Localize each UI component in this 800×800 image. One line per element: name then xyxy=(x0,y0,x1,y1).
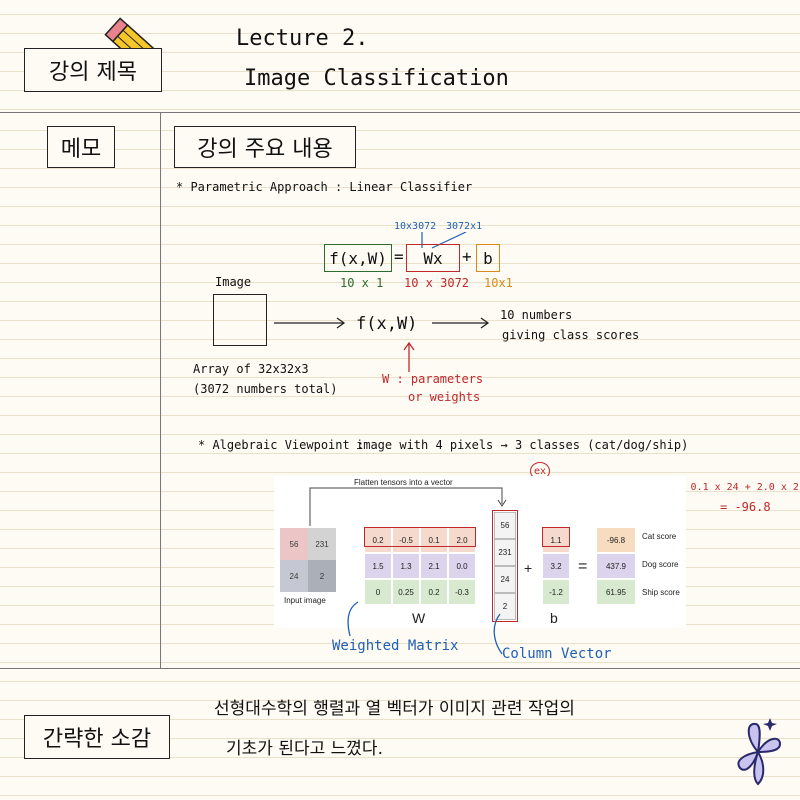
wx-box: Wx xyxy=(406,244,460,272)
b-label: b xyxy=(550,610,558,626)
b-dimension: 10x1 xyxy=(484,276,513,290)
equals-sign: = xyxy=(394,247,404,266)
weight-cell: 1.3 xyxy=(392,553,420,579)
x-highlight-column xyxy=(492,510,518,622)
summary-line-2: 기초가 된다고 느꼈다. xyxy=(226,739,383,759)
w-parameters-line-1: W : parameters xyxy=(382,372,484,386)
weight-cell: 1.5 xyxy=(364,553,392,579)
weight-cell: 0.0 xyxy=(448,553,476,579)
plus-sign: + xyxy=(462,247,472,266)
vector-cell: 56 xyxy=(494,512,516,539)
lecture-number: Lecture 2. xyxy=(236,26,369,51)
algebraic-heading: * Algebraic Viewpoint : xyxy=(198,438,365,452)
vector-cell: 2 xyxy=(494,593,516,620)
summary-line-1: 선형대수학의 행렬과 열 벡터가 이미지 관련 작업의 xyxy=(214,699,575,719)
summary-label-box: 간략한 소감 xyxy=(24,715,170,759)
memo-label: 메모 xyxy=(60,137,102,162)
weighted-matrix-note: Weighted Matrix xyxy=(332,638,459,654)
algebraic-text: image with 4 pixels → 3 classes (cat/dog… xyxy=(356,438,689,452)
arrow-right-icon xyxy=(274,317,346,329)
lecture-topic: Image Classification xyxy=(244,66,509,91)
fxw-function: f(x,W) xyxy=(356,314,418,334)
equals-operator: = xyxy=(578,558,588,575)
bracket-pointer xyxy=(493,613,503,655)
column-vector-note: Column Vector xyxy=(502,646,612,662)
summary-label: 간략한 소감 xyxy=(42,727,152,752)
output-line-1: 10 numbers xyxy=(500,308,573,322)
array-line-2: (3072 numbers total) xyxy=(193,382,338,396)
score-cell: -96.8 xyxy=(596,527,636,553)
calculation-result: = -96.8 xyxy=(720,500,771,514)
w-dimension: 10x3072 xyxy=(394,221,437,232)
memo-column-divider xyxy=(160,112,161,668)
title-label-box: 강의 제목 xyxy=(24,48,162,92)
cat-score-label: Cat score xyxy=(642,532,677,541)
main-content-label: 강의 주요 내용 xyxy=(197,137,333,162)
w-highlight-row xyxy=(364,527,476,547)
header-divider xyxy=(0,112,800,113)
dog-score-label: Dog score xyxy=(642,560,679,569)
input-caption: Input image xyxy=(284,596,326,605)
wx-formula: Wx xyxy=(423,248,443,268)
flatten-caption: Flatten tensors into a vector xyxy=(354,478,453,487)
x-dimension: 3072x1 xyxy=(446,221,483,232)
parametric-heading: * Parametric Approach : Linear Classifie… xyxy=(176,180,473,194)
weight-cell: 0.1 xyxy=(420,527,448,553)
ship-score-label: Ship score xyxy=(642,588,680,597)
vector-cell: 24 xyxy=(494,566,516,593)
input-image: 56 231 24 2 xyxy=(280,528,336,592)
b-highlight-cell xyxy=(542,527,570,547)
input-pixel: 56 xyxy=(280,528,308,560)
w-parameters-line-2: or weights xyxy=(408,390,481,404)
image-square xyxy=(213,294,267,346)
bias-cell: -1.2 xyxy=(542,579,570,605)
weight-cell: 0.2 xyxy=(420,579,448,605)
output-line-2: giving class scores xyxy=(502,328,640,342)
weight-cell: 0 xyxy=(364,579,392,605)
wx-dimension: 10 x 3072 xyxy=(404,276,470,290)
example-label: ex xyxy=(533,465,547,477)
b-term: b xyxy=(483,248,493,268)
main-content-label-box: 강의 주요 내용 xyxy=(174,126,356,168)
weight-cell: -0.5 xyxy=(392,527,420,553)
input-pixel: 231 xyxy=(308,528,336,560)
flatten-arrow xyxy=(309,487,507,526)
b-box: b xyxy=(476,244,500,272)
fx-dimension: 10 x 1 xyxy=(340,276,384,290)
weight-cell: 0.25 xyxy=(392,579,420,605)
arrow-right-icon xyxy=(432,317,490,329)
weight-cell: 2.1 xyxy=(420,553,448,579)
plus-operator: + xyxy=(524,560,533,576)
heart-flower-icon xyxy=(737,718,782,786)
bias-cell: 3.2 xyxy=(542,553,570,579)
score-cell: 61.95 xyxy=(596,579,636,605)
w-label: W xyxy=(412,610,426,626)
score-cell: 437.9 xyxy=(596,553,636,579)
dimension-pointer-lines xyxy=(421,232,467,249)
vector-cell: 231 xyxy=(494,539,516,566)
image-label: Image xyxy=(215,275,252,289)
fx-box: f(x,W) xyxy=(324,244,392,272)
input-pixel: 2 xyxy=(308,560,336,592)
array-line-1: Array of 32x32x3 xyxy=(193,362,309,376)
weight-cell: -0.3 xyxy=(448,579,476,605)
input-pixel: 24 xyxy=(280,560,308,592)
fx-formula: f(x,W) xyxy=(329,248,387,268)
arrow-up-icon xyxy=(403,341,415,372)
linear-classifier-figure: Flatten tensors into a vector 56 231 24 … xyxy=(274,476,686,628)
title-label: 강의 제목 xyxy=(49,60,137,85)
summary-divider xyxy=(0,668,800,669)
bracket-pointer xyxy=(347,601,359,637)
memo-label-box: 메모 xyxy=(47,126,115,168)
